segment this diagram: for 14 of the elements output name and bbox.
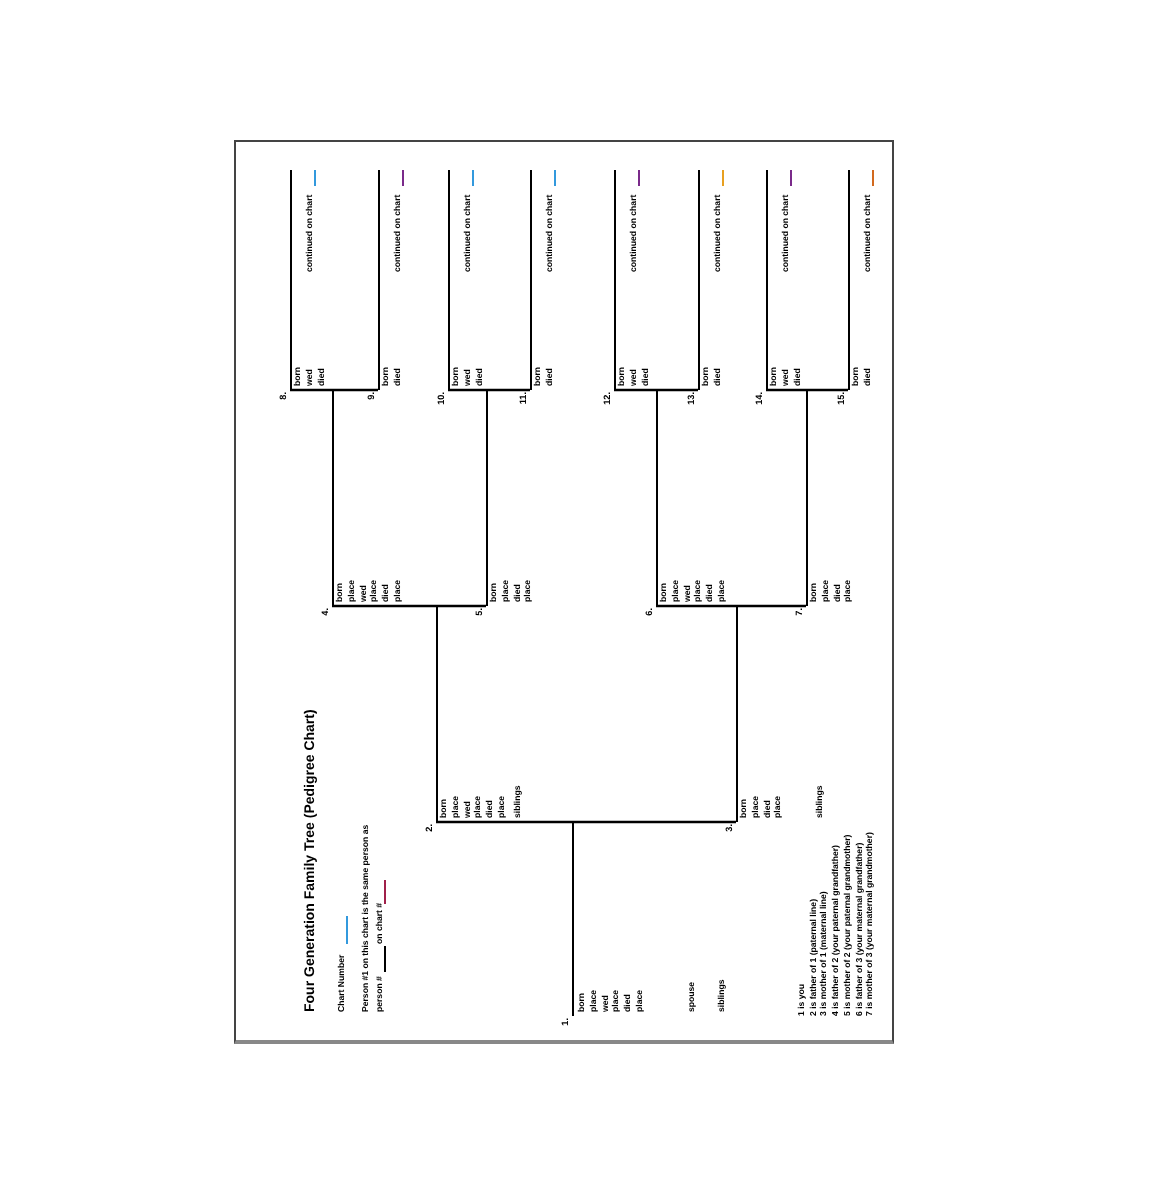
connector-line <box>734 604 808 608</box>
connector-line <box>764 388 808 392</box>
connector-line <box>446 388 488 392</box>
connector-line <box>434 604 488 608</box>
connector-line <box>288 388 334 392</box>
connector-line <box>330 388 380 392</box>
connector-line <box>570 820 738 824</box>
connector-line <box>484 388 532 392</box>
connector-line <box>330 604 438 608</box>
connector-line <box>654 388 700 392</box>
connector-line <box>654 604 738 608</box>
connector-line <box>804 388 850 392</box>
connector-line <box>434 820 574 824</box>
connector-line <box>612 388 658 392</box>
